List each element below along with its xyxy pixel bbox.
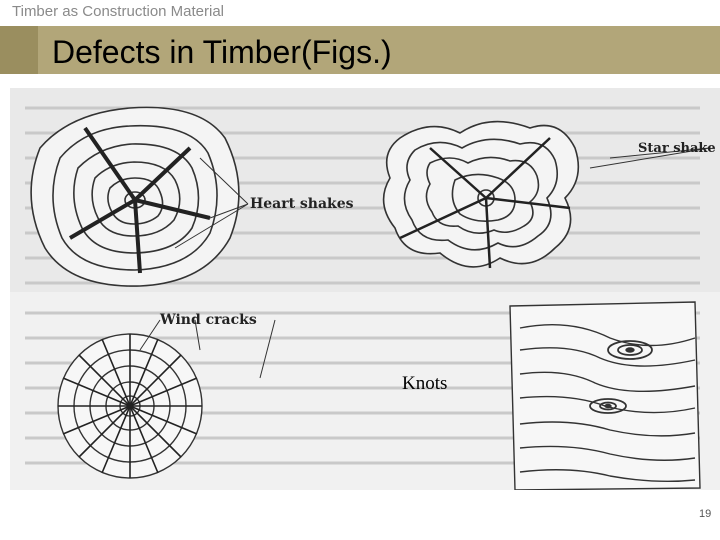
- knots-label: Knots: [402, 373, 448, 394]
- title-band-strip: [0, 26, 38, 74]
- timber-defects-figure: Heart shakes Star shake: [10, 88, 720, 490]
- title-band: Defects in Timber(Figs.): [0, 26, 720, 74]
- page-number: 19: [699, 508, 712, 520]
- top-bar: Timber as Construction Material: [0, 0, 720, 26]
- knots-diagram: [509, 301, 701, 490]
- star-shakes-label: Star shake: [638, 141, 716, 156]
- star-shakes-diagram: [382, 120, 711, 269]
- heart-shakes-diagram: [30, 106, 249, 287]
- heart-shakes-label: Heart shakes: [250, 196, 354, 212]
- wind-cracks-label: Wind cracks: [159, 312, 257, 328]
- wind-cracks-diagram: [57, 319, 276, 479]
- slide-title: Defects in Timber(Figs.): [52, 34, 392, 70]
- scanned-figure: Heart shakes Star shake: [10, 88, 720, 490]
- presentation-header: Timber as Construction Material: [12, 3, 225, 20]
